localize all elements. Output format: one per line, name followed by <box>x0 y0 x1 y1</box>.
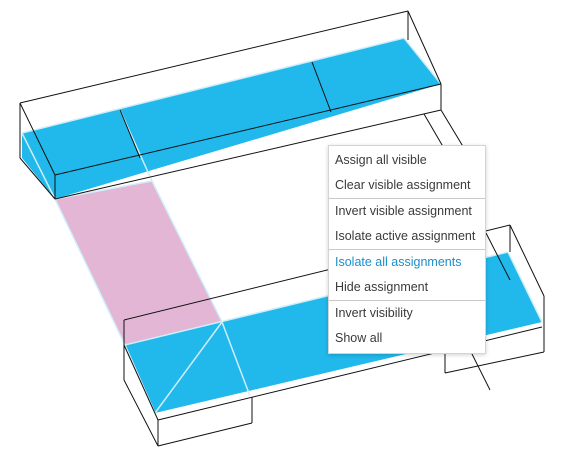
context-menu: Assign all visible Clear visible assignm… <box>328 145 486 354</box>
menu-item-invert-visible-assignment[interactable]: Invert visible assignment <box>335 204 472 218</box>
menu-group-assign: Assign all visible Clear visible assignm… <box>329 148 485 199</box>
upper-bar-top-face[interactable] <box>22 38 441 199</box>
menu-group-isolate-hide: Isolate all assignments Hide assignment <box>329 250 485 301</box>
menu-item-clear-visible-assignment[interactable]: Clear visible assignment <box>335 178 471 192</box>
menu-item-isolate-active-assignment[interactable]: Isolate active assignment <box>335 229 476 243</box>
menu-item-assign-all-visible[interactable]: Assign all visible <box>335 153 427 167</box>
menu-item-show-all[interactable]: Show all <box>335 331 383 345</box>
menu-item-invert-visibility[interactable]: Invert visibility <box>335 306 413 320</box>
menu-item-isolate-all-assignments[interactable]: Isolate all assignments <box>335 255 462 269</box>
menu-group-invert-isolate: Invert visible assignment Isolate active… <box>329 199 485 250</box>
wireframe-edges <box>19 10 545 447</box>
menu-item-hide-assignment[interactable]: Hide assignment <box>335 280 429 294</box>
menu-group-visibility: Invert visibility Show all <box>329 301 485 351</box>
